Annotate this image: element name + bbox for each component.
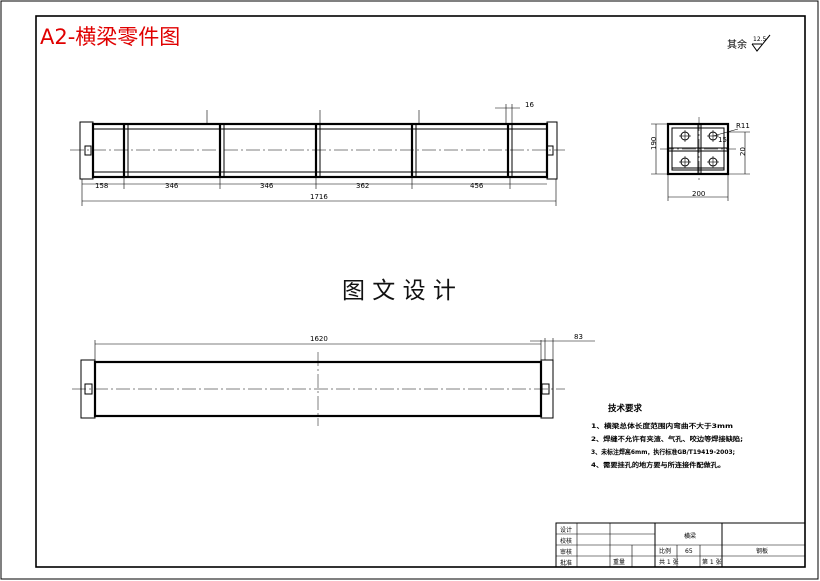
bottom-view [72,338,595,426]
tb-scale-label: 比例 [659,547,671,555]
tb-part-name: 横梁 [684,532,696,540]
roughness-symbol [751,34,771,52]
title-block [555,522,806,568]
front-view [70,104,565,206]
tech-req-item-1: 1、横梁总体长度范围内弯曲不大于3mm [591,421,733,430]
tb-scale-value: 65 [685,548,693,555]
roughness-value: 12.5 [753,36,767,43]
tech-req-heading: 技术要求 [608,403,643,414]
tech-req-item-3: 3、未标注焊高6mm，执行标准GB/T19419-2003; [591,447,735,456]
tech-req-item-2: 2、焊缝不允许有夹渣、气孔、咬边等焊接缺陷; [591,434,743,443]
front-dim-seg-1: 158 [95,182,108,190]
front-dim-seg-5: 456 [470,182,484,190]
side-dim-radius: R11 [736,122,750,130]
tb-sheet: 第 1 张 [702,558,722,566]
drawing-title: A2-横梁零件图 [40,25,180,49]
side-view [651,117,750,201]
tb-row-1: 设计 [560,526,572,534]
front-dim-top: 16 [525,101,534,109]
bottom-dim-end: 83 [574,333,583,341]
inner-frame [35,15,806,568]
front-dim-overall: 1716 [310,193,328,201]
tb-weight-label: 重量 [613,558,625,566]
tb-row-4: 批准 [560,559,572,567]
bottom-dim-length: 1620 [310,335,328,343]
side-dim-inner-2: 20 [739,147,747,156]
watermark-text: 图 文 设 计 [342,278,456,304]
roughness-label: 其余 [727,38,747,51]
tb-row-3: 审核 [560,548,572,556]
front-dim-seg-4: 362 [356,182,369,190]
tb-row-2: 校核 [560,537,572,545]
front-dim-seg-2: 346 [165,182,179,190]
side-dim-height: 190 [650,137,658,150]
tb-material: 钢板 [756,547,768,555]
tech-req-item-4: 4、需要挂孔的地方要与所连接件配做孔。 [591,460,725,469]
tb-total: 共 1 张 [659,558,679,566]
side-dim-width: 200 [692,190,705,198]
front-dim-seg-3: 346 [260,182,274,190]
side-dim-inner-1: 15 [718,136,727,144]
